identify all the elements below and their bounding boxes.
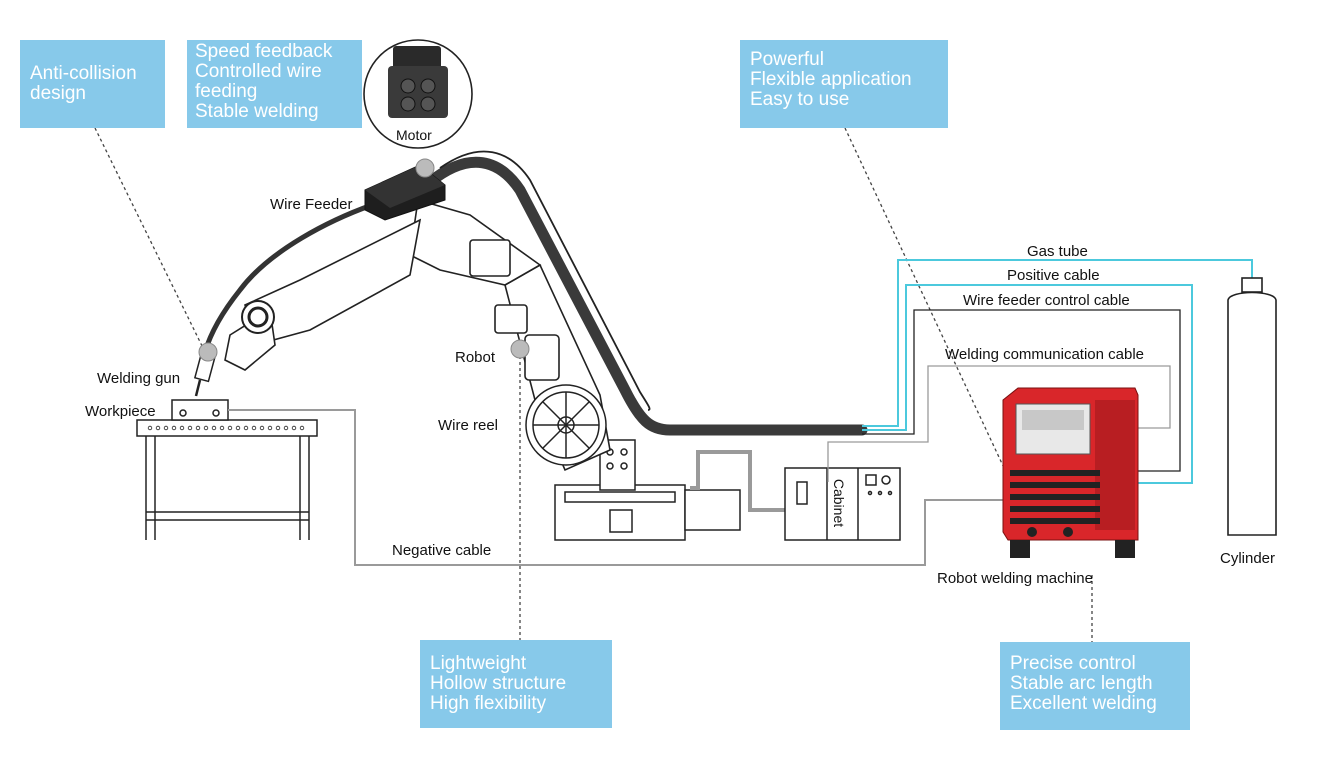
callout-lightweight-line-1: Lightweight <box>430 653 527 674</box>
label-welding-communication-cable: Welding communication cable <box>945 346 1144 363</box>
callout-speed-feedback-line-1: Speed feedback <box>195 41 333 62</box>
callout-precise: Precise control Stable arc length Excell… <box>1000 642 1190 730</box>
label-robot: Robot <box>455 349 496 366</box>
welding-communication-cable-line <box>827 365 1171 482</box>
callout-speed-feedback-line-4: Stable welding <box>195 101 319 122</box>
leader-lines <box>94 127 1093 642</box>
callout-powerful-line-3: Easy to use <box>750 89 850 110</box>
main-hose <box>424 156 868 436</box>
wire-feeder-control-cable-line <box>862 309 1181 472</box>
leader-powerful <box>844 127 1006 471</box>
workpiece <box>171 399 229 421</box>
label-robot-welding-machine: Robot welding machine <box>937 570 1093 587</box>
label-wire-feeder: Wire Feeder <box>270 196 353 213</box>
workbench-holes <box>147 425 305 431</box>
torch-cable <box>202 202 373 353</box>
label-welding-gun: Welding gun <box>97 370 181 387</box>
gas-tube-line <box>862 259 1253 427</box>
positive-cable-line <box>862 284 1193 484</box>
leader-anti-collision <box>94 127 206 353</box>
callout-anti-collision: Anti-collision design <box>20 40 165 128</box>
robot-base <box>554 439 741 541</box>
callout-powerful-line-2: Flexible application <box>750 69 912 90</box>
cabinet-link-cable <box>690 450 790 512</box>
callout-precise-line-2: Stable arc length <box>1010 673 1153 694</box>
callout-speed-feedback: Speed feedback Controlled wire feeding S… <box>187 40 362 128</box>
motor-inset <box>363 39 473 149</box>
callout-precise-line-3: Excellent welding <box>1010 693 1157 714</box>
marker-wire-feeder <box>415 158 435 178</box>
negative-cable-line <box>228 409 1003 566</box>
callout-speed-feedback-line-3: feeding <box>195 81 258 102</box>
label-cylinder: Cylinder <box>1220 550 1276 567</box>
callout-powerful-line-1: Powerful <box>750 49 824 70</box>
callout-lightweight: Lightweight Hollow structure High flexib… <box>420 640 612 728</box>
callout-powerful: Powerful Flexible application Easy to us… <box>740 40 948 128</box>
marker-welding-gun <box>198 342 218 362</box>
robot-cabinet <box>784 467 901 541</box>
cables <box>827 259 1253 484</box>
label-positive-cable: Positive cable <box>1007 267 1100 284</box>
workbench <box>136 399 318 540</box>
wire-reel <box>525 384 607 466</box>
label-wire-feeder-control-cable: Wire feeder control cable <box>963 292 1130 309</box>
control-hose-outline <box>439 150 651 411</box>
callout-anti-collision-line-1: Anti-collision <box>30 63 137 84</box>
welding-machine <box>1002 387 1139 558</box>
label-wire-reel: Wire reel <box>438 417 499 434</box>
label-cabinet: Cabinet <box>831 478 848 528</box>
marker-robot <box>510 339 530 359</box>
joint-wrist <box>241 300 275 334</box>
callout-lightweight-line-3: High flexibility <box>430 693 547 714</box>
label-negative-cable: Negative cable <box>392 542 492 559</box>
callout-speed-feedback-line-2: Controlled wire <box>195 61 322 82</box>
callout-precise-line-1: Precise control <box>1010 653 1136 674</box>
callout-anti-collision-line-2: design <box>30 83 86 104</box>
callout-lightweight-line-2: Hollow structure <box>430 673 567 694</box>
label-gas-tube: Gas tube <box>1027 243 1088 260</box>
label-motor: Motor <box>396 127 432 143</box>
label-workpiece: Workpiece <box>85 403 156 420</box>
joint-markers <box>198 158 530 362</box>
gas-cylinder <box>1227 277 1277 536</box>
